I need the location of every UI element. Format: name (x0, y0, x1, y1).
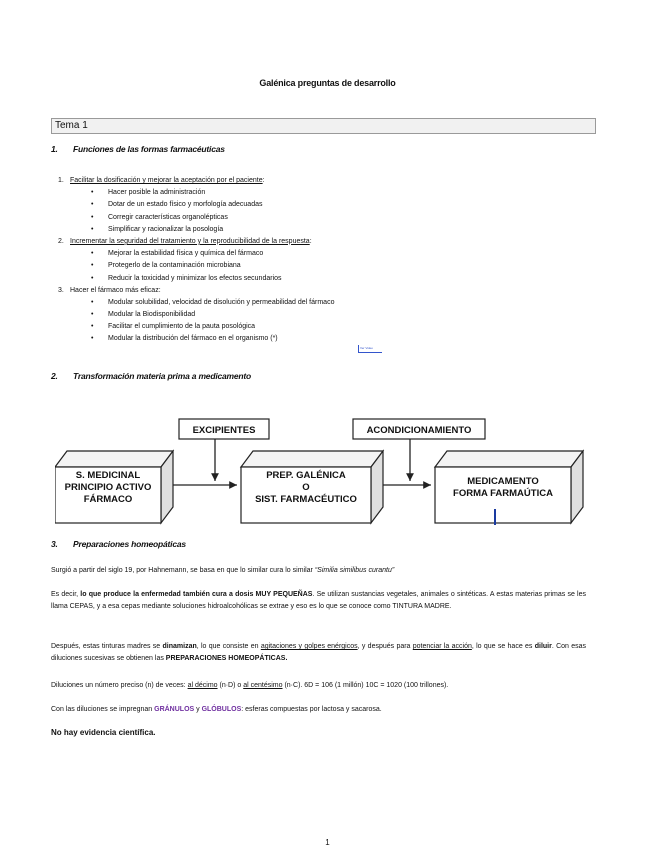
section-1-heading: 1. Funciones de las formas farmacéuticas (51, 144, 225, 154)
diagram-box-prep-galenica (239, 449, 385, 525)
document-title: Galénica preguntas de desarrollo (259, 78, 396, 88)
homeo-paragraph-4: Diluciones un número preciso (n) de vece… (51, 682, 449, 689)
excipientes-label: EXCIPIENTES (192, 425, 256, 436)
page-number: 1 (325, 838, 330, 847)
diagram-box-principio-activo (55, 449, 175, 525)
process-diagram (55, 418, 585, 525)
section-number: 2. (51, 371, 58, 381)
homeo-paragraph-3: Después, estas tinturas madres se dinami… (51, 643, 587, 662)
section-number: 1. (51, 144, 58, 154)
video-link[interactable]: Ver Video (358, 345, 382, 353)
tema-header: Tema 1 (51, 118, 596, 134)
acondicionamiento-label: ACONDICIONAMIENTO (366, 425, 472, 436)
homeo-paragraph-5: Con las diluciones se impregnan GRÁNULOS… (51, 706, 382, 713)
section-number: 3. (51, 539, 58, 549)
section-3-heading: 3. Preparaciones homeopáticas (51, 539, 186, 549)
section-title: Transformación materia prima a medicamen… (73, 371, 252, 381)
homeo-paragraph-2: Es decir, lo que produce la enfermedad t… (51, 591, 586, 610)
section-2-heading: 2. Transformación materia prima a medicam… (51, 371, 251, 381)
homeo-paragraph-6: No hay evidencia científica. (51, 728, 156, 737)
homeo-paragraph-1: Surgió a partir del siglo 19, por Hahnem… (51, 567, 395, 574)
diagram-box-medicamento (433, 449, 585, 525)
acondicionamiento-label-box (352, 418, 486, 440)
section-title: Funciones de las formas farmacéuticas (73, 144, 225, 154)
excipientes-label-box (178, 418, 270, 440)
section-title: Preparaciones homeopáticas (73, 539, 186, 549)
